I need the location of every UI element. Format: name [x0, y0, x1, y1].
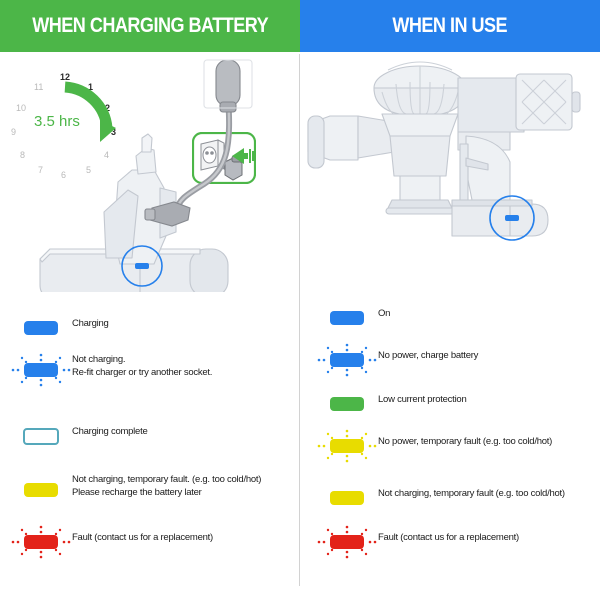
battery-led-indicator-callout [121, 245, 163, 287]
battery-led-indicator [135, 263, 149, 269]
swatch-yellow-flashing [316, 428, 378, 464]
legend-label: Fault (contact us for a replacement) [72, 532, 213, 543]
clock-mark-5: 5 [86, 165, 92, 175]
legend-item-not-charging-temp-fault: Not charging, temporary fault (e.g. too … [316, 480, 565, 516]
battery-led-indicator [505, 215, 519, 221]
panel-divider [299, 54, 300, 586]
charge-time-clock: 12 1 2 3 4 5 6 7 8 9 10 11 3.5 hrs [8, 70, 128, 180]
header-in-use-title: WHEN IN USE [392, 14, 508, 37]
clock-mark-11: 11 [34, 82, 44, 92]
legend-label: Not charging, temporary fault (e.g. too … [378, 488, 565, 499]
swatch-blue-flashing [10, 352, 72, 388]
clock-mark-2: 2 [105, 103, 111, 113]
wall-socket-plug-icon [191, 131, 257, 185]
clock-mark-8: 8 [20, 150, 26, 160]
legend-item-on: On [316, 300, 390, 336]
flashing-rays-icon [11, 525, 71, 559]
clock-mark-9: 9 [11, 127, 17, 137]
clock-mark-6: 6 [61, 170, 67, 180]
legend-label: On [378, 308, 391, 319]
flashing-rays-icon [317, 525, 377, 559]
legend-label: Not charging. Re-fit charger or try anot… [72, 354, 213, 378]
header-row: WHEN CHARGING BATTERY WHEN IN USE [0, 0, 600, 52]
vacuum-battery-charging-icon [39, 59, 253, 292]
legend-item-fault: Fault (contact us for a replacement) [10, 524, 213, 560]
legend-label: No power, temporary fault (e.g. too cold… [378, 436, 553, 447]
legend-label: No power, charge battery [378, 350, 479, 361]
legend-label: Fault (contact us for a replacement) [378, 532, 519, 543]
battery-led-indicator-callout [489, 195, 535, 241]
swatch-blue-flashing [316, 342, 378, 378]
swatch-green-solid [316, 386, 378, 422]
legend-item-not-charging: Not charging. Re-fit charger or try anot… [10, 352, 212, 388]
charge-time-label: 3.5 hrs [34, 113, 80, 130]
legend-item-charging-complete: Charging complete [10, 418, 148, 454]
legend-label: Charging complete [72, 426, 148, 437]
swatch-blue-solid [316, 300, 378, 336]
cordless-vacuum-icon [307, 61, 581, 241]
flashing-rays-icon [11, 353, 71, 387]
legend-label: Low current protection [378, 394, 467, 405]
clock-mark-3: 3 [111, 127, 117, 137]
clock-mark-7: 7 [38, 165, 44, 175]
charging-battery-panel: 12 1 2 3 4 5 6 7 8 9 10 11 3.5 hrs [0, 52, 300, 600]
in-use-panel: On [300, 52, 600, 600]
swatch-yellow-solid [316, 480, 378, 516]
legend-item-low-current: Low current protection [316, 386, 467, 422]
clock-mark-4: 4 [104, 150, 110, 160]
header-charging-battery: WHEN CHARGING BATTERY [0, 0, 300, 52]
legend-item-no-power: No power, charge battery [316, 342, 478, 378]
swatch-red-flashing [316, 524, 378, 560]
legend-label: Not charging, temporary fault. (e.g. too… [72, 474, 262, 498]
swatch-yellow-solid [10, 472, 72, 508]
legend-item-charging: Charging [10, 310, 109, 346]
legend-item-no-power-temp-fault: No power, temporary fault (e.g. too cold… [316, 428, 552, 464]
charge-duration-arc-icon [64, 81, 116, 142]
legend-label: Charging [72, 318, 109, 329]
header-in-use: WHEN IN USE [300, 0, 600, 52]
legend-item-temporary-fault: Not charging, temporary fault. (e.g. too… [10, 472, 261, 508]
flashing-rays-icon [317, 343, 377, 377]
header-charging-battery-title: WHEN CHARGING BATTERY [32, 14, 268, 37]
clock-mark-10: 10 [16, 103, 27, 113]
clock-mark-1: 1 [88, 82, 94, 92]
swatch-outline [10, 418, 72, 454]
flashing-rays-icon [317, 429, 377, 463]
swatch-blue-solid [10, 310, 72, 346]
clock-mark-12: 12 [60, 72, 71, 82]
legend-item-fault: Fault (contact us for a replacement) [316, 524, 519, 560]
swatch-red-flashing [10, 524, 72, 560]
